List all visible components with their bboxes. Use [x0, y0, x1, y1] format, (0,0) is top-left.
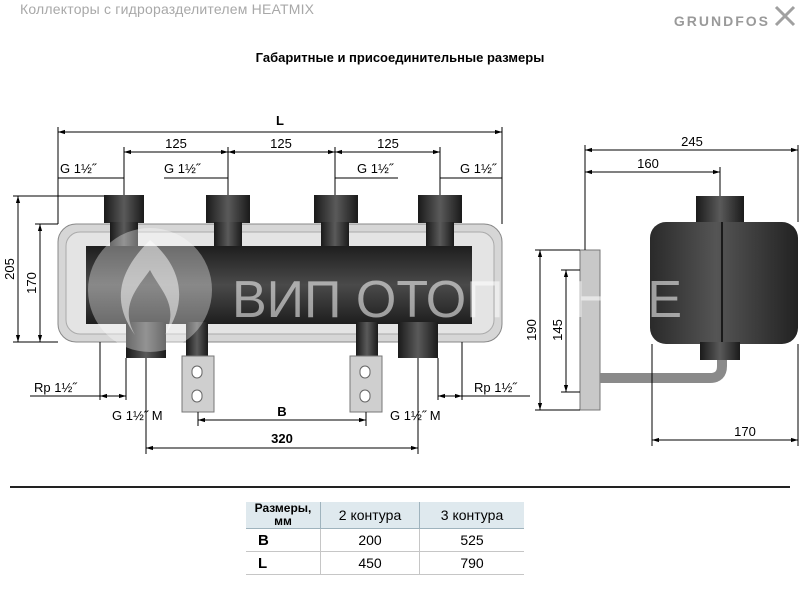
- dim-spacing-3: 125: [377, 136, 399, 151]
- bottom-stub-right: [398, 322, 438, 358]
- bracket-left: [181, 355, 215, 413]
- top-stub-4: [418, 195, 462, 246]
- dim-height-205: 205: [2, 258, 17, 280]
- top-stub-3: [314, 195, 358, 246]
- g-label-bottom-right: G 1½˝ M: [390, 408, 441, 423]
- wall-bracket: [579, 249, 601, 411]
- thread-label-3: G 1½˝: [357, 161, 395, 176]
- side-top-stub: [696, 196, 744, 224]
- sensor-right: [356, 322, 378, 356]
- table-cell: 790: [419, 551, 524, 575]
- table-row: B 200 525: [246, 528, 524, 552]
- dim-spacing-1: 125: [165, 136, 187, 151]
- thread-label-4: G 1½˝: [460, 161, 498, 176]
- table-corner-header: Размеры,мм: [246, 502, 321, 529]
- g-label-bottom-left: G 1½˝ M: [112, 408, 163, 423]
- watermark-text: ВИП ОТОПЛЕНИЕ: [232, 271, 682, 329]
- dim-height-170: 170: [24, 272, 39, 294]
- dim-L-label: L: [276, 113, 284, 128]
- table-row-label: L: [246, 551, 321, 575]
- dim-height-145: 145: [550, 319, 565, 341]
- brand-logo-text: GRUNDFOS: [673, 13, 770, 29]
- table-cell: 200: [320, 528, 420, 552]
- rp-label-right: Rp 1½˝: [474, 380, 518, 395]
- table-cell: 525: [419, 528, 524, 552]
- top-stub-1: [104, 195, 144, 246]
- support-arm: [600, 352, 727, 383]
- rp-label-left: Rp 1½˝: [34, 380, 78, 395]
- table-row: L 450 790: [246, 551, 524, 575]
- page-title: Габаритные и присоединительные размеры: [255, 50, 545, 65]
- top-stub-2: [206, 195, 250, 246]
- dim-depth-170: 170: [734, 424, 756, 439]
- side-view-drawing: [579, 196, 798, 411]
- dim-spacing-2: 125: [270, 136, 292, 151]
- dim-320: 320: [271, 431, 293, 446]
- table-header-2-contours: 2 контура: [320, 502, 420, 529]
- thread-label-1: G 1½˝: [60, 161, 98, 176]
- table-header-3-contours: 3 контура: [419, 502, 524, 529]
- dim-depth-245: 245: [681, 134, 703, 149]
- dimensions-table: Размеры,мм 2 контура 3 контура B 200 525…: [246, 502, 524, 575]
- dim-height-190: 190: [524, 319, 539, 341]
- sensor-left: [186, 322, 208, 356]
- bottom-stub-left: [126, 322, 166, 358]
- table-cell: 450: [320, 551, 420, 575]
- side-body: [650, 222, 798, 344]
- technical-drawing: ВИП ОТОПЛЕНИЕ: [2, 113, 799, 454]
- header-title: Коллекторы с гидроразделителем HEATMIX: [20, 1, 315, 17]
- grundfos-x-icon: [774, 5, 796, 27]
- table-header-row: Размеры,мм 2 контура 3 контура: [246, 502, 524, 529]
- separator-line: [10, 486, 790, 488]
- table-row-label: B: [246, 528, 321, 552]
- bracket-right: [349, 355, 383, 413]
- dim-depth-160: 160: [637, 156, 659, 171]
- watermark: ВИП ОТОПЛЕНИЕ: [88, 228, 682, 352]
- thread-label-2: G 1½˝: [164, 161, 202, 176]
- side-bottom-stub: [700, 342, 740, 360]
- dim-B-label: B: [277, 404, 286, 419]
